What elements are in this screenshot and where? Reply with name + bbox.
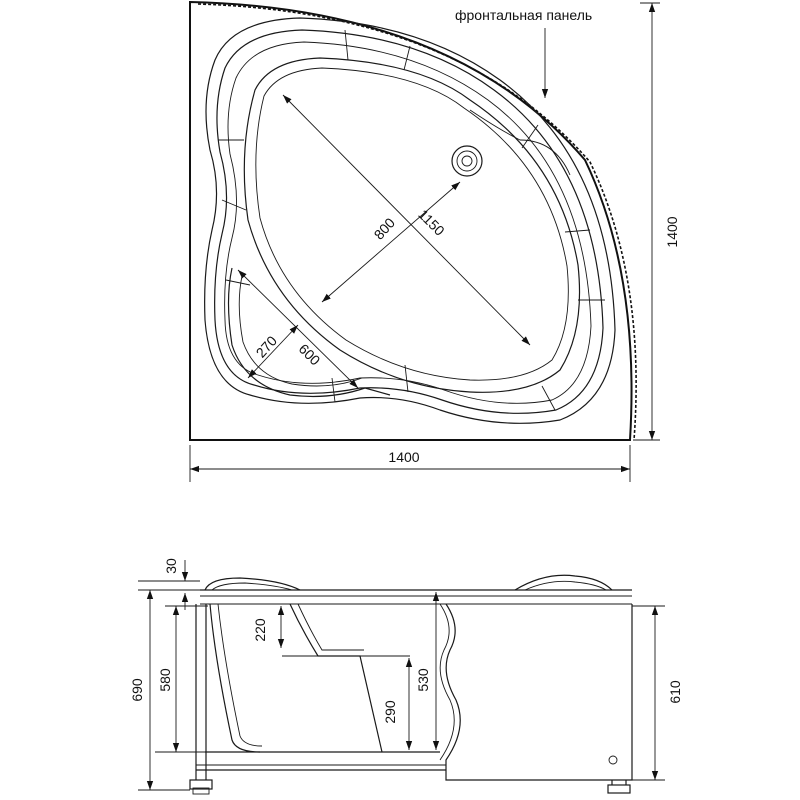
headrest-right [514, 574, 613, 591]
dim-width: 1400 [388, 449, 419, 465]
dim-rim-group [138, 560, 200, 610]
bowl-left-wall-inner [217, 603, 263, 747]
tub-outline [189, 0, 633, 441]
leg-right [611, 780, 627, 785]
drain-icon [451, 145, 483, 177]
headrest-left [204, 577, 301, 591]
dim-panel-height: 610 [667, 680, 683, 704]
headrest-right-inner [524, 580, 607, 591]
dim-step: 290 [382, 700, 398, 724]
dim-panel-height-group [630, 605, 665, 781]
rim-outer [204, 17, 616, 424]
dim-inner-short: 800 [371, 214, 399, 242]
side-view: 30 690 580 220 290 530 610 [129, 558, 683, 795]
foot-left [189, 779, 213, 790]
front-panel-break [439, 603, 455, 761]
foot-right [607, 784, 631, 794]
top-view: 800 1150 270 600 фронтальная панель 1400… [189, 0, 680, 482]
bowl-left-wall [209, 603, 261, 753]
basin-inner [255, 67, 569, 381]
dim-rim: 30 [163, 558, 179, 574]
front-panel-label: фронтальная панель [455, 7, 592, 23]
dim-depth: 1400 [664, 216, 680, 247]
dim-total-height-group [138, 589, 200, 791]
basin-outer [243, 57, 581, 393]
rim-inner [224, 41, 592, 404]
panel-screw-icon [608, 755, 618, 765]
dim-inner-height-group [155, 605, 208, 753]
dim-seat-width: 270 [253, 332, 281, 360]
rim-middle [214, 29, 604, 414]
dim-line-inner-short [321, 181, 461, 303]
leg-left [195, 604, 207, 780]
dim-line-seat-length [237, 269, 359, 389]
dim-line-inner-long [282, 94, 531, 346]
seat-outline [227, 267, 391, 398]
rim-segments [218, 29, 605, 411]
foot-left-2 [192, 787, 210, 795]
seat-step-inner [297, 603, 364, 651]
dim-width-group [189, 445, 631, 482]
headrest-left-inner [211, 582, 293, 591]
dim-bowl-depth: 530 [415, 668, 431, 692]
dim-seat-length: 600 [296, 341, 324, 369]
dim-inner-height: 580 [157, 668, 173, 692]
dim-total-height: 690 [129, 678, 145, 702]
dim-seat-height: 220 [252, 618, 268, 642]
front-panel [445, 603, 633, 781]
seat-step [289, 603, 383, 753]
front-panel-edge [197, 3, 637, 441]
dim-depth-group [633, 2, 660, 441]
